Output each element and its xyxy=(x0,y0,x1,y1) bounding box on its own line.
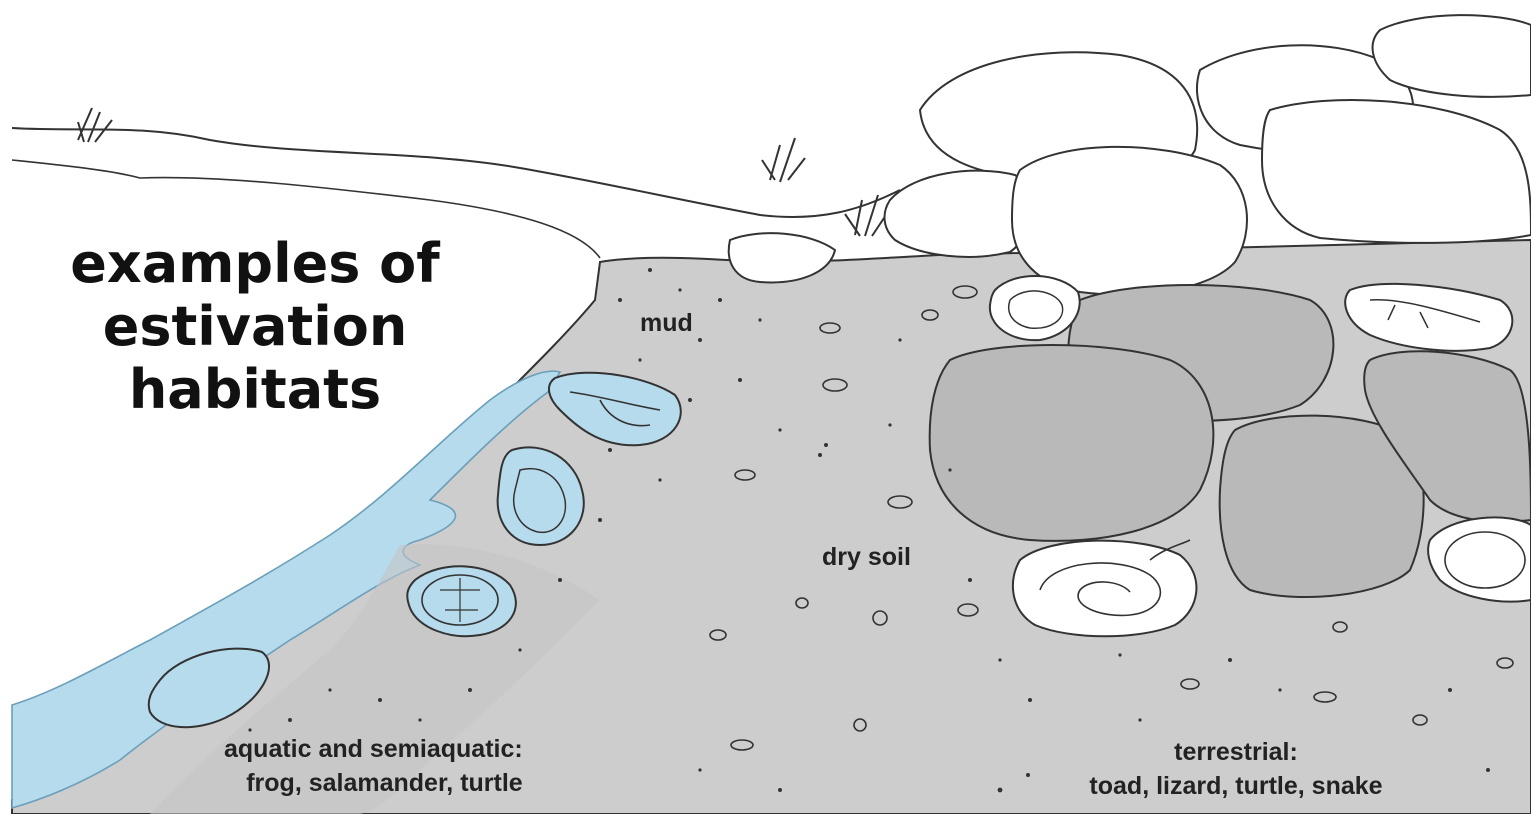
aquatic-label-line-1: aquatic and semiaquatic: xyxy=(224,732,523,766)
aquatic-label: aquatic and semiaquatic: frog, salamande… xyxy=(224,732,523,800)
aquatic-label-line-2: frog, salamander, turtle xyxy=(224,766,523,800)
terrestrial-label-line-1: terrestrial: xyxy=(1046,735,1426,769)
title-line-1: examples of xyxy=(30,232,480,295)
diagram-title: examples of estivation habitats xyxy=(30,232,480,421)
terrestrial-label: terrestrial: toad, lizard, turtle, snake xyxy=(1046,735,1426,803)
title-line-3: habitats xyxy=(30,358,480,421)
buried-rock-2 xyxy=(930,345,1214,541)
surface-rock-6 xyxy=(1012,147,1247,295)
mud-label: mud xyxy=(640,306,693,340)
title-line-2: estivation xyxy=(30,295,480,358)
dry-soil-label: dry soil xyxy=(822,540,911,574)
terrestrial-label-line-2: toad, lizard, turtle, snake xyxy=(1046,769,1426,803)
